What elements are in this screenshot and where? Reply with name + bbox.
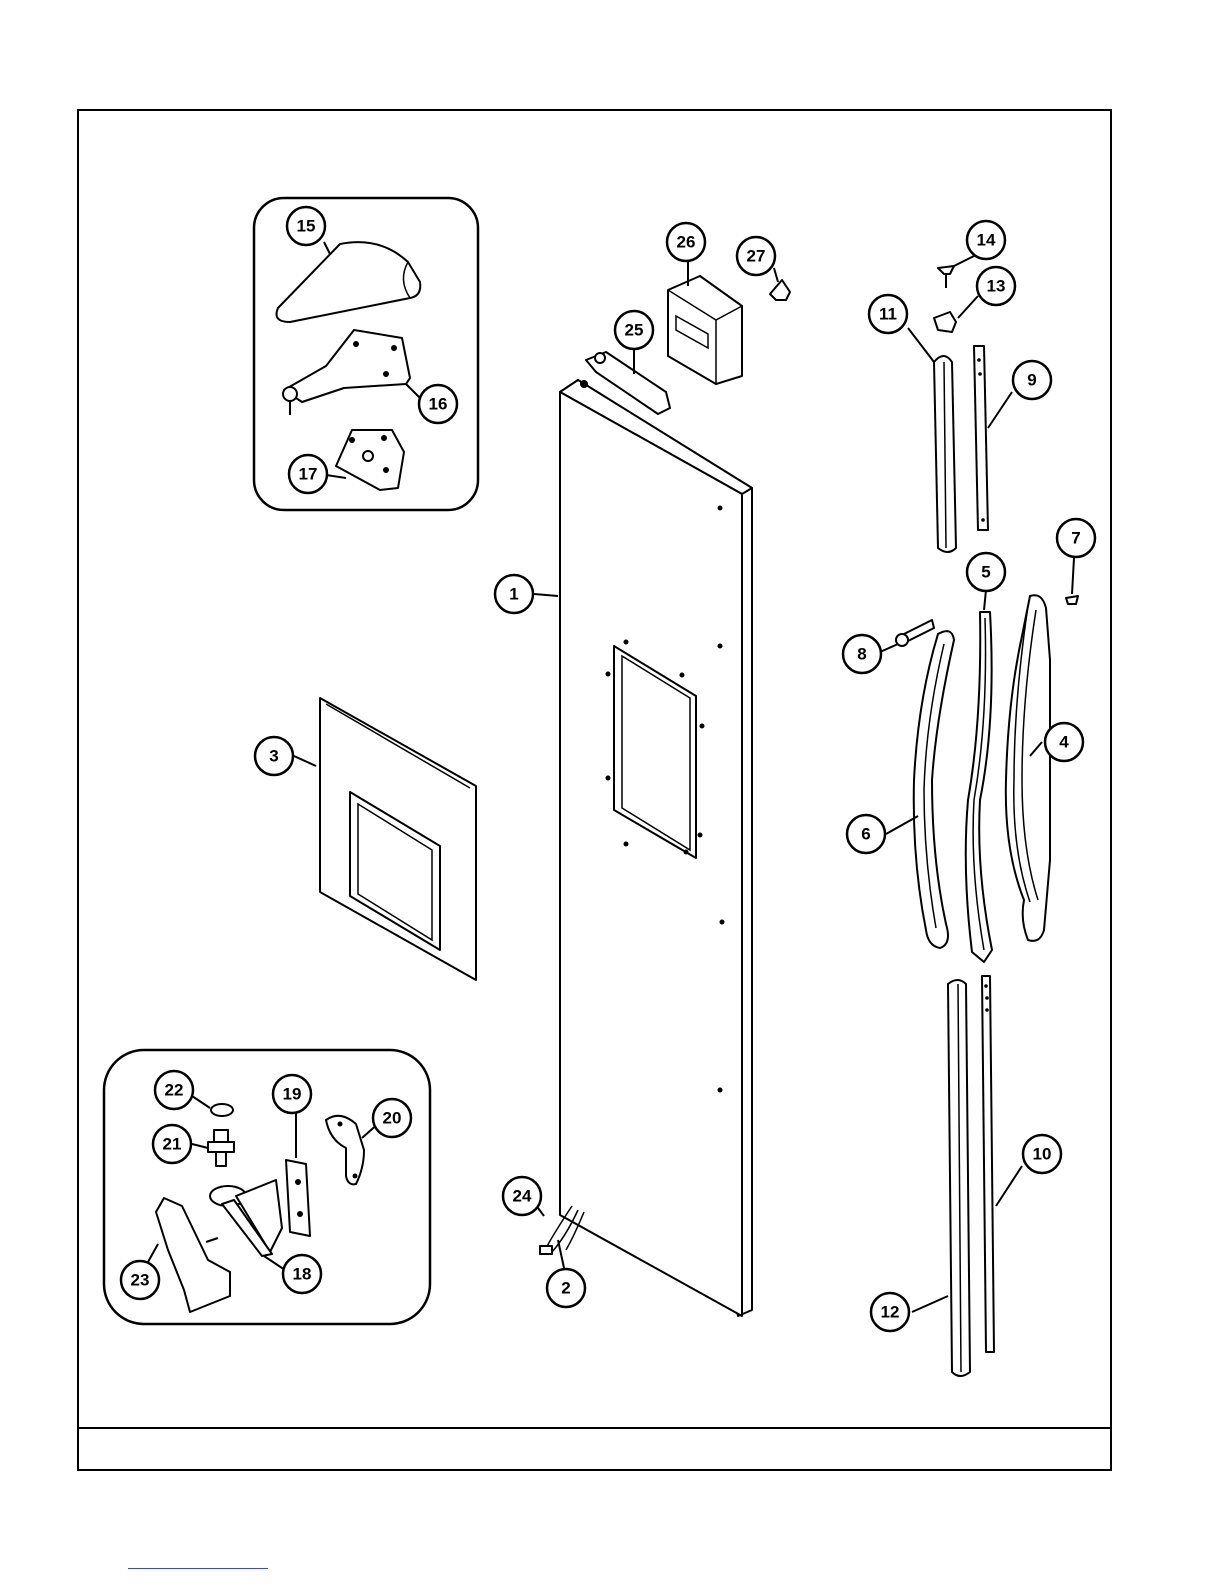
callout-25: 25 <box>615 311 653 349</box>
callout-12-label: 12 <box>881 1303 900 1322</box>
washer-part <box>211 1104 233 1116</box>
callout-11: 11 <box>869 295 907 333</box>
nut-part <box>934 312 956 332</box>
callout-25-label: 25 <box>625 321 644 340</box>
callout-5-label: 5 <box>981 563 990 582</box>
callout-24: 24 <box>503 1177 541 1215</box>
callout-9-label: 9 <box>1027 371 1036 390</box>
callout-17-label: 17 <box>299 465 318 484</box>
closer-cam-part <box>668 276 742 384</box>
callout-27: 27 <box>737 237 775 275</box>
callout-26: 26 <box>667 223 705 261</box>
callout-3: 3 <box>255 737 293 775</box>
callout-10: 10 <box>1023 1135 1061 1173</box>
callout-21-label: 21 <box>163 1135 182 1154</box>
callout-6: 6 <box>847 815 885 853</box>
small-screw-part <box>1066 596 1078 604</box>
closer-clip-part <box>770 280 790 300</box>
top-hinge-part <box>283 330 410 415</box>
callout-7: 7 <box>1057 519 1095 557</box>
hinge-plate-part <box>326 1116 364 1185</box>
handle-part <box>1006 595 1050 941</box>
callout-27-label: 27 <box>747 247 766 266</box>
callout-19-label: 19 <box>283 1085 302 1104</box>
lower-trim-part <box>948 980 970 1376</box>
callout-19: 19 <box>273 1075 311 1113</box>
callout-2: 2 <box>547 1269 585 1307</box>
door-panel-part <box>560 380 752 1316</box>
callout-7-label: 7 <box>1071 529 1080 548</box>
callout-20-label: 20 <box>383 1109 402 1128</box>
callout-16-label: 16 <box>429 395 448 414</box>
callout-23: 23 <box>121 1261 159 1299</box>
handle-insert-part <box>966 612 992 962</box>
callout-1-label: 1 <box>509 585 518 604</box>
callout-22-label: 22 <box>165 1081 184 1100</box>
hinge-bracket-part <box>156 1198 230 1312</box>
callout-18-label: 18 <box>293 1265 312 1284</box>
callout-17: 17 <box>289 455 327 493</box>
callout-12: 12 <box>871 1293 909 1331</box>
callout-20: 20 <box>373 1099 411 1137</box>
hinge-shim-part <box>336 430 404 490</box>
callout-9: 9 <box>1013 361 1051 399</box>
callout-1: 1 <box>495 575 533 613</box>
hinge-cover-part <box>277 242 421 322</box>
upper-strip-part <box>974 346 988 530</box>
callout-14-label: 14 <box>977 231 996 250</box>
upper-trim-part <box>934 356 956 552</box>
callout-24-label: 24 <box>513 1187 532 1206</box>
callout-15-label: 15 <box>297 217 316 236</box>
callout-2-label: 2 <box>561 1279 570 1298</box>
footer-link-underline <box>128 1568 268 1569</box>
callout-16: 16 <box>419 385 457 423</box>
hinge-pin-part <box>208 1130 234 1166</box>
callout-4: 4 <box>1045 723 1083 761</box>
screw-part <box>938 266 954 288</box>
callout-11-label: 11 <box>879 305 897 324</box>
callout-13-label: 13 <box>987 277 1006 296</box>
callout-22: 22 <box>155 1071 193 1109</box>
hinge-spacer-part <box>286 1160 310 1236</box>
callout-6-label: 6 <box>861 825 870 844</box>
callout-8-label: 8 <box>857 645 866 664</box>
callout-15: 15 <box>287 207 325 245</box>
callout-18: 18 <box>283 1255 321 1293</box>
bottom-hinge-part <box>210 1180 282 1256</box>
callout-23-label: 23 <box>131 1271 150 1290</box>
callout-26-label: 26 <box>677 233 696 252</box>
callout-5: 5 <box>967 553 1005 591</box>
callout-8: 8 <box>843 635 881 673</box>
callout-14: 14 <box>967 221 1005 259</box>
dispenser-cover-part <box>320 698 476 980</box>
callout-3-label: 3 <box>269 747 278 766</box>
callout-10-label: 10 <box>1033 1145 1052 1164</box>
handle-screw-part <box>896 620 934 646</box>
lower-strip-part <box>982 976 994 1352</box>
handle-trim-part <box>914 631 954 948</box>
callout-13: 13 <box>977 267 1015 305</box>
callout-4-label: 4 <box>1059 733 1069 752</box>
callout-21: 21 <box>153 1125 191 1163</box>
